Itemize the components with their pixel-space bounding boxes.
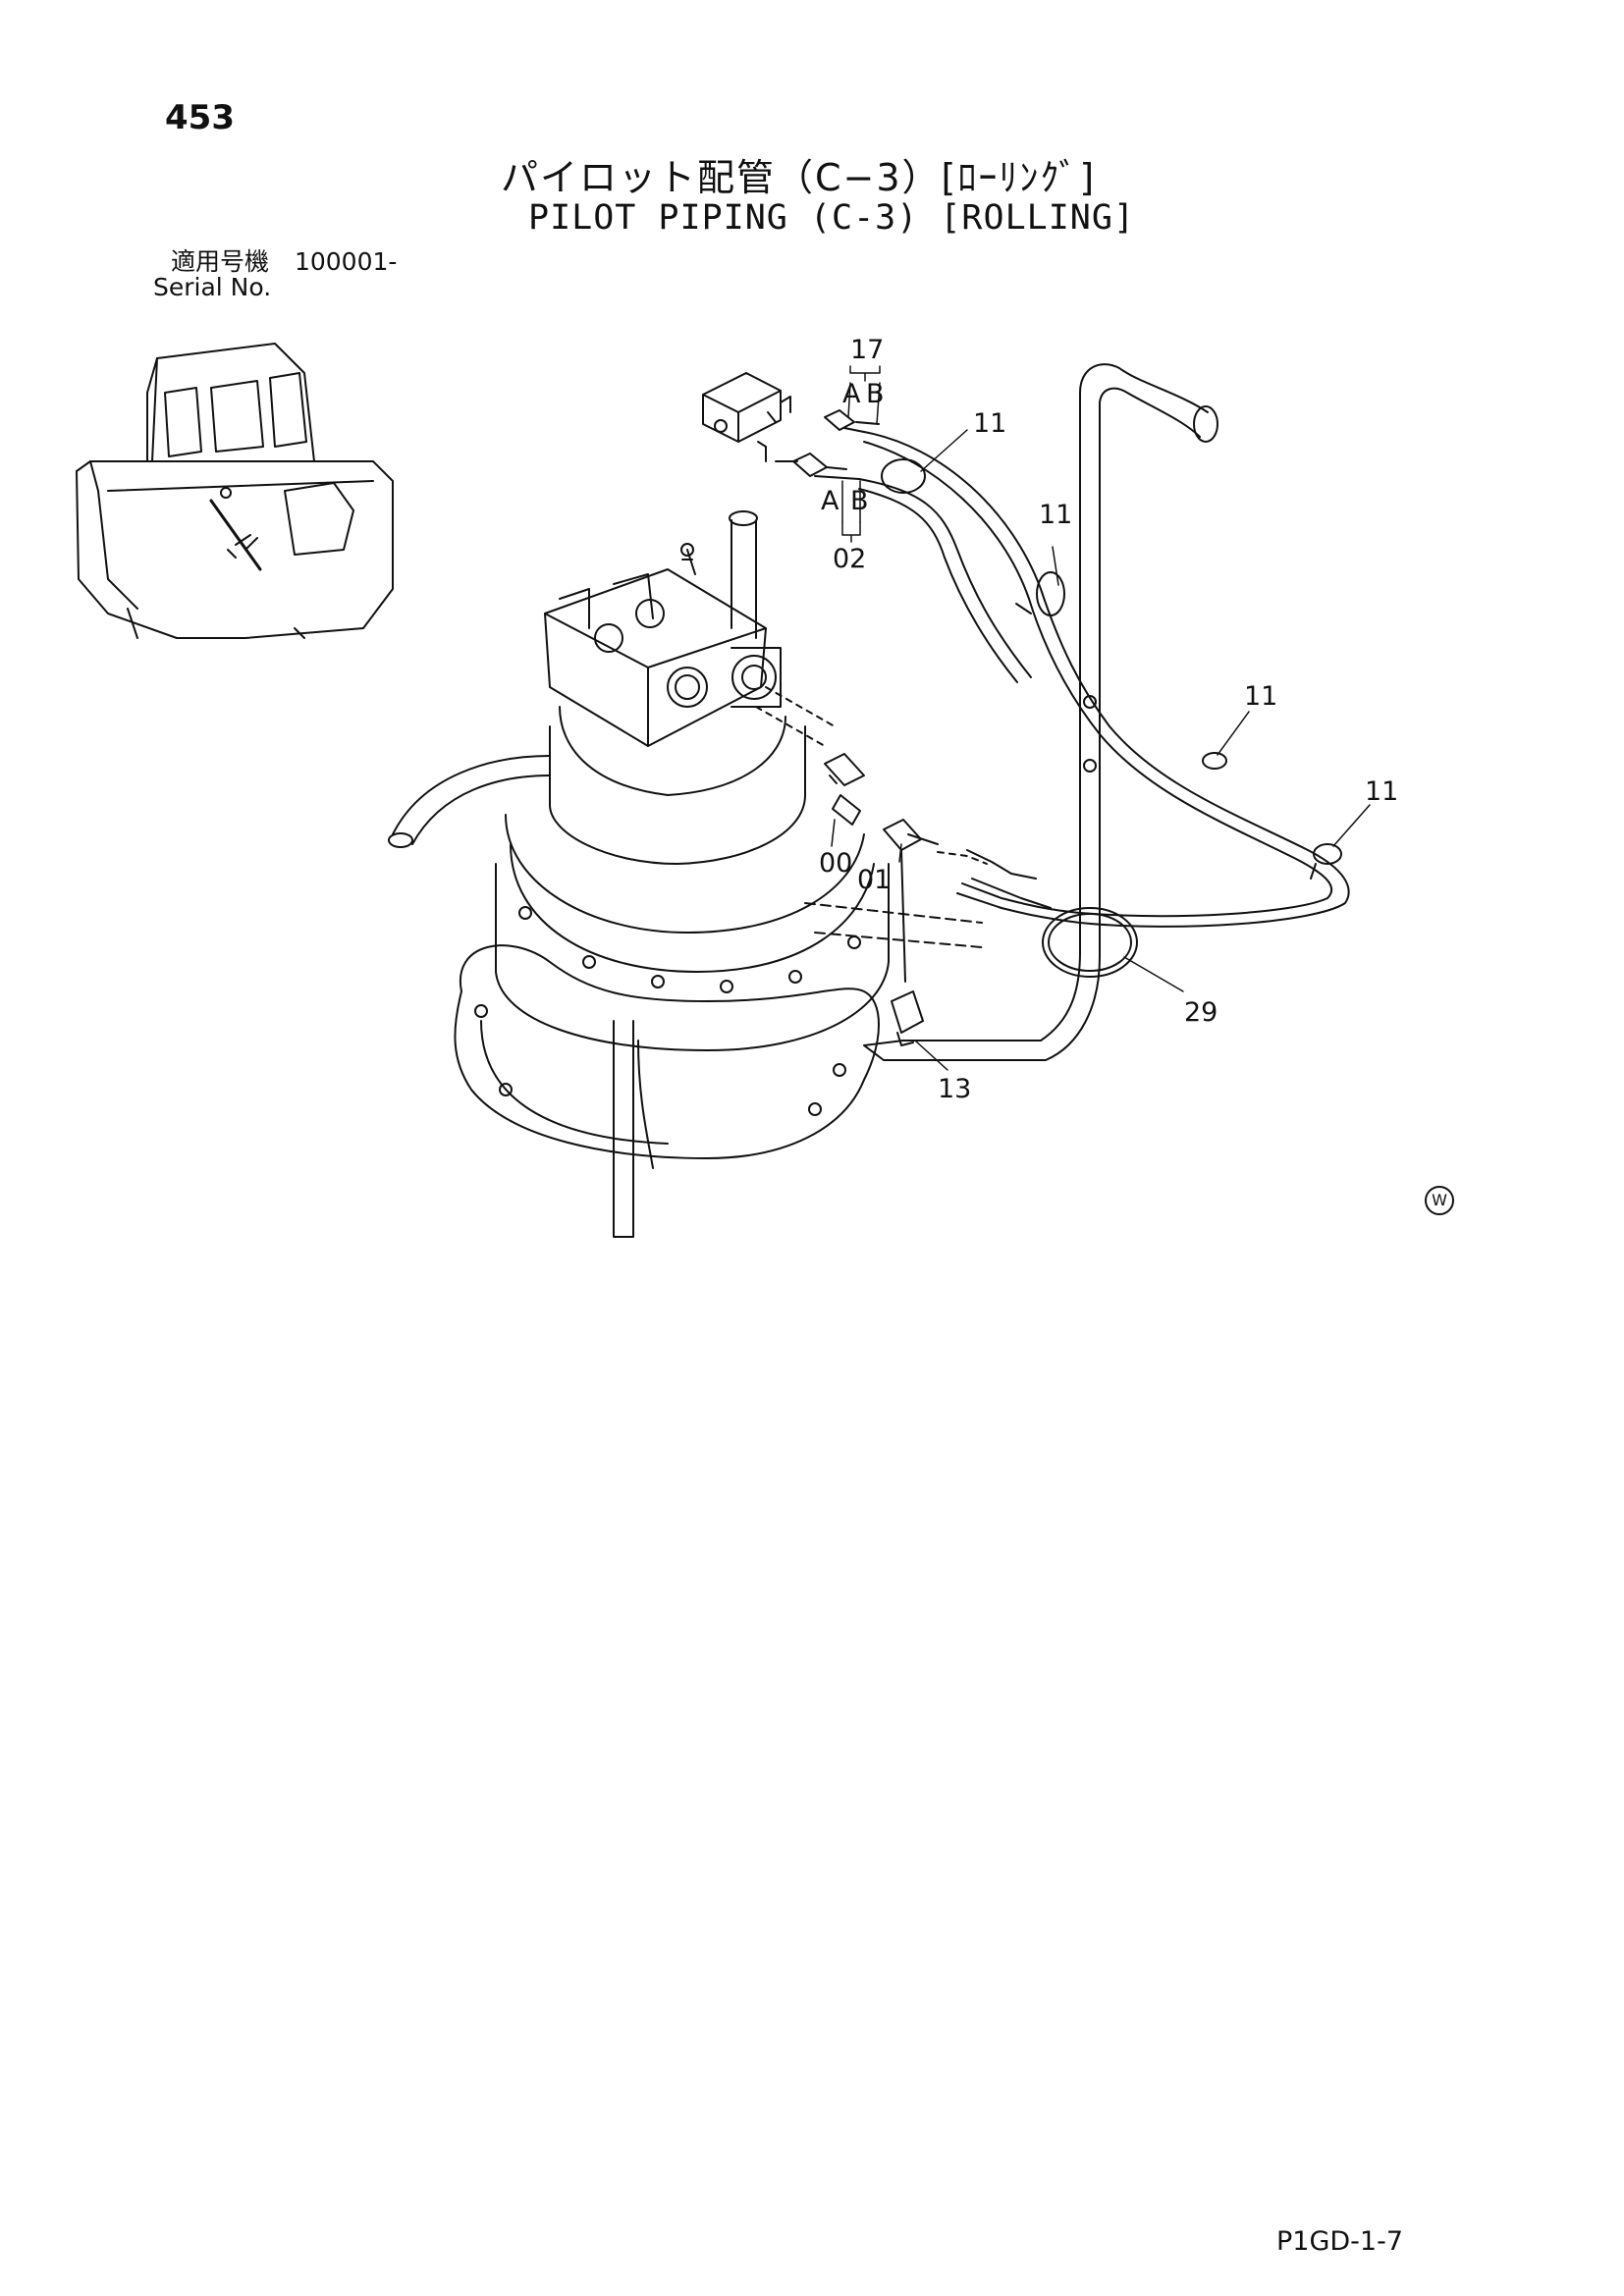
callout-11-d: 11 xyxy=(1365,776,1398,807)
leader-lines xyxy=(831,365,1371,1071)
serial-info: 適用号機 100001- Serial No. xyxy=(153,249,397,300)
serial-label-japanese: 適用号機 xyxy=(171,247,270,276)
swing-motor xyxy=(388,510,983,1238)
callout-11-a: 11 xyxy=(973,408,1006,439)
callout-17: 17 xyxy=(850,335,884,365)
page-title-english: PILOT PIPING (C-3) [ROLLING] xyxy=(528,198,1136,238)
callout-02: 02 xyxy=(833,544,866,574)
callout-02-a: A xyxy=(821,486,839,516)
callout-labels: 17 A B A B 02 11 11 11 11 00 01 29 13 xyxy=(819,335,1398,1104)
callout-11-c: 11 xyxy=(1244,681,1277,712)
return-pipe xyxy=(863,363,1218,1061)
serial-range: 100001- xyxy=(294,247,398,276)
page-number: 453 xyxy=(165,98,235,137)
page-title-japanese: パイロット配管（C−3）[ﾛｰﾘﾝｸﾞ] xyxy=(501,156,1097,199)
callout-13: 13 xyxy=(938,1074,971,1104)
callout-17-a: A xyxy=(842,379,861,409)
pilot-hoses xyxy=(858,431,1350,928)
w-mark-icon: W xyxy=(1425,1186,1454,1215)
hose-clamps xyxy=(881,458,1342,880)
footer-code: P1GD-1-7 xyxy=(1276,2226,1404,2257)
parts-diagram: 17 A B A B 02 11 11 11 11 00 01 29 13 xyxy=(76,335,1398,1238)
callout-17-b: B xyxy=(866,379,885,409)
callout-02-b: B xyxy=(850,486,869,516)
fittings-top xyxy=(775,409,880,480)
callout-11-b: 11 xyxy=(1039,500,1072,530)
band-clamp xyxy=(1042,907,1138,978)
callout-00: 00 xyxy=(819,848,852,879)
callout-01: 01 xyxy=(857,865,891,895)
callout-29: 29 xyxy=(1184,997,1218,1028)
serial-label-english: Serial No. xyxy=(153,273,272,301)
pilot-valve-block xyxy=(702,372,791,462)
fittings-lower xyxy=(755,686,1052,1046)
excavator-thumbnail xyxy=(76,343,394,639)
